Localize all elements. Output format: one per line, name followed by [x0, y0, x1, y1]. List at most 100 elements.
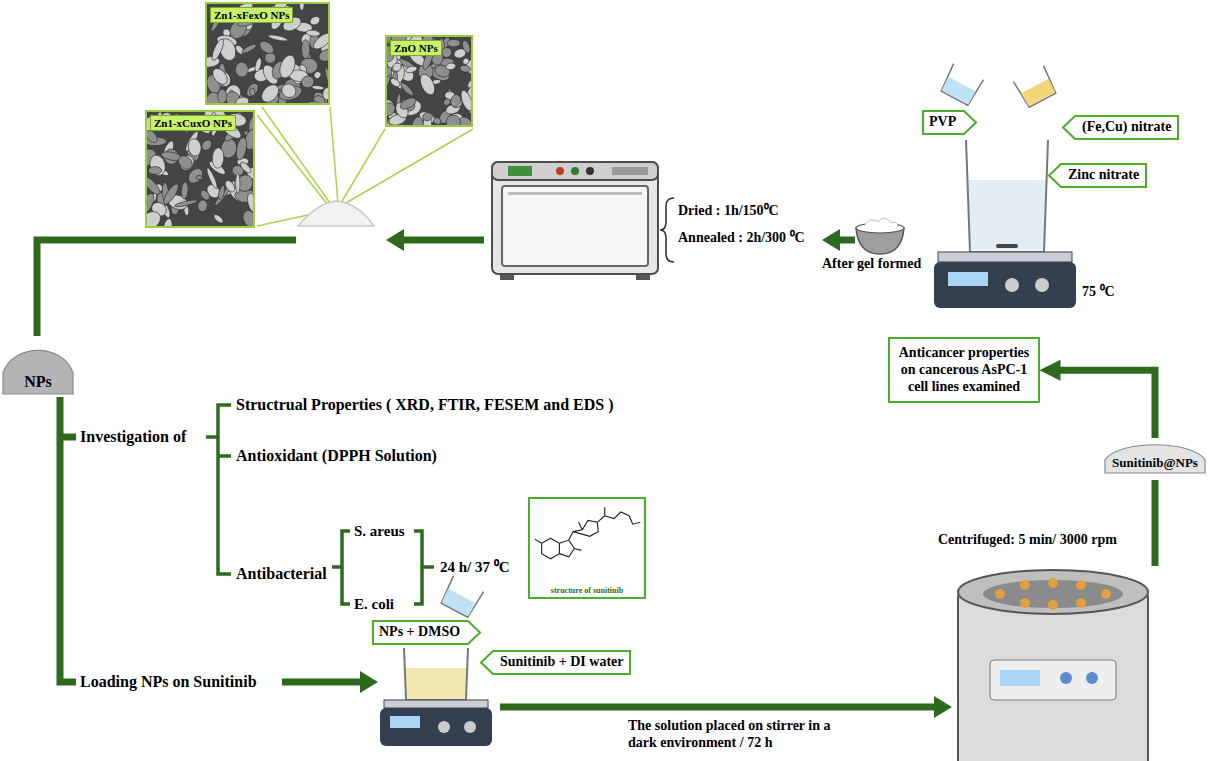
label-text: Centrifuged: 5 min/ 3000 rpm: [938, 532, 1117, 549]
structure-panel: structure of sunitinib: [528, 497, 646, 599]
label-text: E. coli: [354, 595, 394, 613]
sem-grain: [459, 89, 473, 112]
annotation-label: Structrual Properties ( XRD, FTIR, FESEM…: [236, 395, 613, 414]
node-text: NPs + DMSO: [379, 624, 460, 639]
label-text: 24 h/ 37 ⁰C: [440, 558, 510, 576]
bottom-beaker-part: [404, 648, 468, 700]
sem-grain: [218, 89, 227, 103]
sem-grain: [311, 85, 324, 90]
main-beaker: [966, 140, 1048, 252]
sem-grain: [223, 179, 236, 194]
sem-grain: [301, 100, 319, 105]
node-text: Zinc nitrate: [1068, 167, 1139, 182]
sem-grain: [200, 138, 214, 152]
sem-grain: [302, 40, 310, 59]
sem-grain: [398, 95, 417, 111]
sem-grain: [210, 66, 231, 88]
sem-grain: [399, 81, 415, 97]
arrow-outline: [373, 621, 480, 644]
sem-grain: [176, 153, 195, 172]
sem-grain: [405, 65, 418, 74]
sem-grain: [212, 147, 224, 168]
sem-image-panel: Zn1-xFexO NPs: [205, 2, 330, 105]
label-text: The solution placed on stirrer in a dark…: [628, 718, 858, 752]
label-text: Antioxidant (DPPH Solution): [236, 446, 437, 465]
annotation-label: Dried : 1h/150⁰C: [678, 203, 779, 220]
flow-arrow-part: [1152, 480, 1159, 566]
bottom-beaker-part: [405, 668, 467, 700]
flow-arrow-part: [400, 237, 484, 244]
node-text: structure of sunitinib: [551, 586, 623, 595]
main-beaker-part: [966, 140, 1048, 252]
label-text: Structrual Properties ( XRD, FTIR, FESEM…: [236, 395, 613, 414]
centrifuge-part: [1048, 600, 1058, 610]
sem-grain: [391, 61, 403, 72]
centrifuge-part: [1101, 589, 1111, 599]
label-text: S. areus: [354, 522, 405, 540]
sem-grain: [212, 213, 224, 224]
flow-arrow-part: [282, 679, 362, 686]
bracket-part: [660, 198, 674, 262]
label-text: After gel formed: [822, 256, 921, 273]
centrifuge-part: [1076, 580, 1086, 590]
pouring-beaker-part: [1013, 66, 1057, 108]
oven-part: [492, 162, 658, 180]
sem-grain: [322, 87, 330, 100]
magnetic-stirrer-part: [1005, 278, 1019, 292]
oven-part: [492, 162, 658, 274]
centrifuge-part: [1020, 580, 1030, 590]
sem-grain: [387, 119, 396, 127]
pile-outline: [3, 350, 73, 394]
sem-grain: [210, 38, 226, 62]
oven: [492, 162, 658, 280]
centrifuge-part: [995, 589, 1005, 599]
label-text: 75 ⁰C: [1082, 284, 1115, 301]
sem-grain: [199, 188, 211, 201]
annotation-label: Loading NPs on Sunitinib: [80, 672, 257, 691]
bracket: [206, 405, 434, 604]
flow-arrow-part: [60, 434, 76, 441]
flow-arrow-part: [60, 397, 76, 682]
molecule-sketch: [530, 499, 644, 583]
annotation-label: The solution placed on stirrer in a dark…: [628, 718, 858, 752]
sem-grain: [235, 172, 255, 194]
sem-grain: [241, 209, 255, 228]
magnetic-stirrer-part: [934, 262, 1076, 308]
pouring-beaker: [1013, 66, 1057, 108]
pouring-beaker-part: [941, 77, 975, 105]
sem-grain: [244, 81, 260, 98]
bracket-part: [218, 405, 231, 574]
sem-grain: [268, 34, 288, 42]
oven-part: [508, 166, 532, 176]
bracket: [660, 198, 674, 262]
sem-grain: [311, 30, 330, 52]
input-arrow: Sunitinib + DI water: [480, 650, 631, 675]
input-arrow: (Fe,Cu) nitrate: [1062, 115, 1179, 140]
magnetic-stirrer: [380, 700, 492, 746]
pouring-beaker-part: [1021, 79, 1055, 107]
input-arrow: NPs + DMSO: [372, 620, 481, 645]
node-text: Sunitinib@NPs: [1112, 456, 1198, 470]
sem-leader-lines-part: [346, 129, 473, 203]
centrifuge-part: [1020, 598, 1030, 608]
sem-grain: [235, 62, 248, 77]
pile-outline: [1105, 445, 1205, 473]
annotation-label: Centrifuged: 5 min/ 3000 rpm: [938, 532, 1117, 549]
magnetic-stirrer-part: [1035, 278, 1049, 292]
sem-leader-lines-part: [262, 107, 330, 203]
annotation-label: 24 h/ 37 ⁰C: [440, 558, 510, 576]
gel-bowl: [856, 218, 904, 254]
sem-grain: [236, 173, 240, 193]
label-text: Loading NPs on Sunitinib: [80, 672, 257, 691]
sem-grain: [264, 52, 276, 64]
sem-grain: [447, 39, 460, 46]
annotation-label: 75 ⁰C: [1082, 284, 1115, 301]
sem-leader-lines-part: [257, 115, 328, 205]
sem-grain: [147, 208, 164, 228]
sem-grain: [306, 29, 321, 36]
powder-heap: [298, 201, 374, 226]
oven-part: [556, 167, 564, 175]
node-text: (Fe,Cu) nitrate: [1082, 119, 1171, 134]
label-text: Investigation of: [80, 427, 186, 446]
